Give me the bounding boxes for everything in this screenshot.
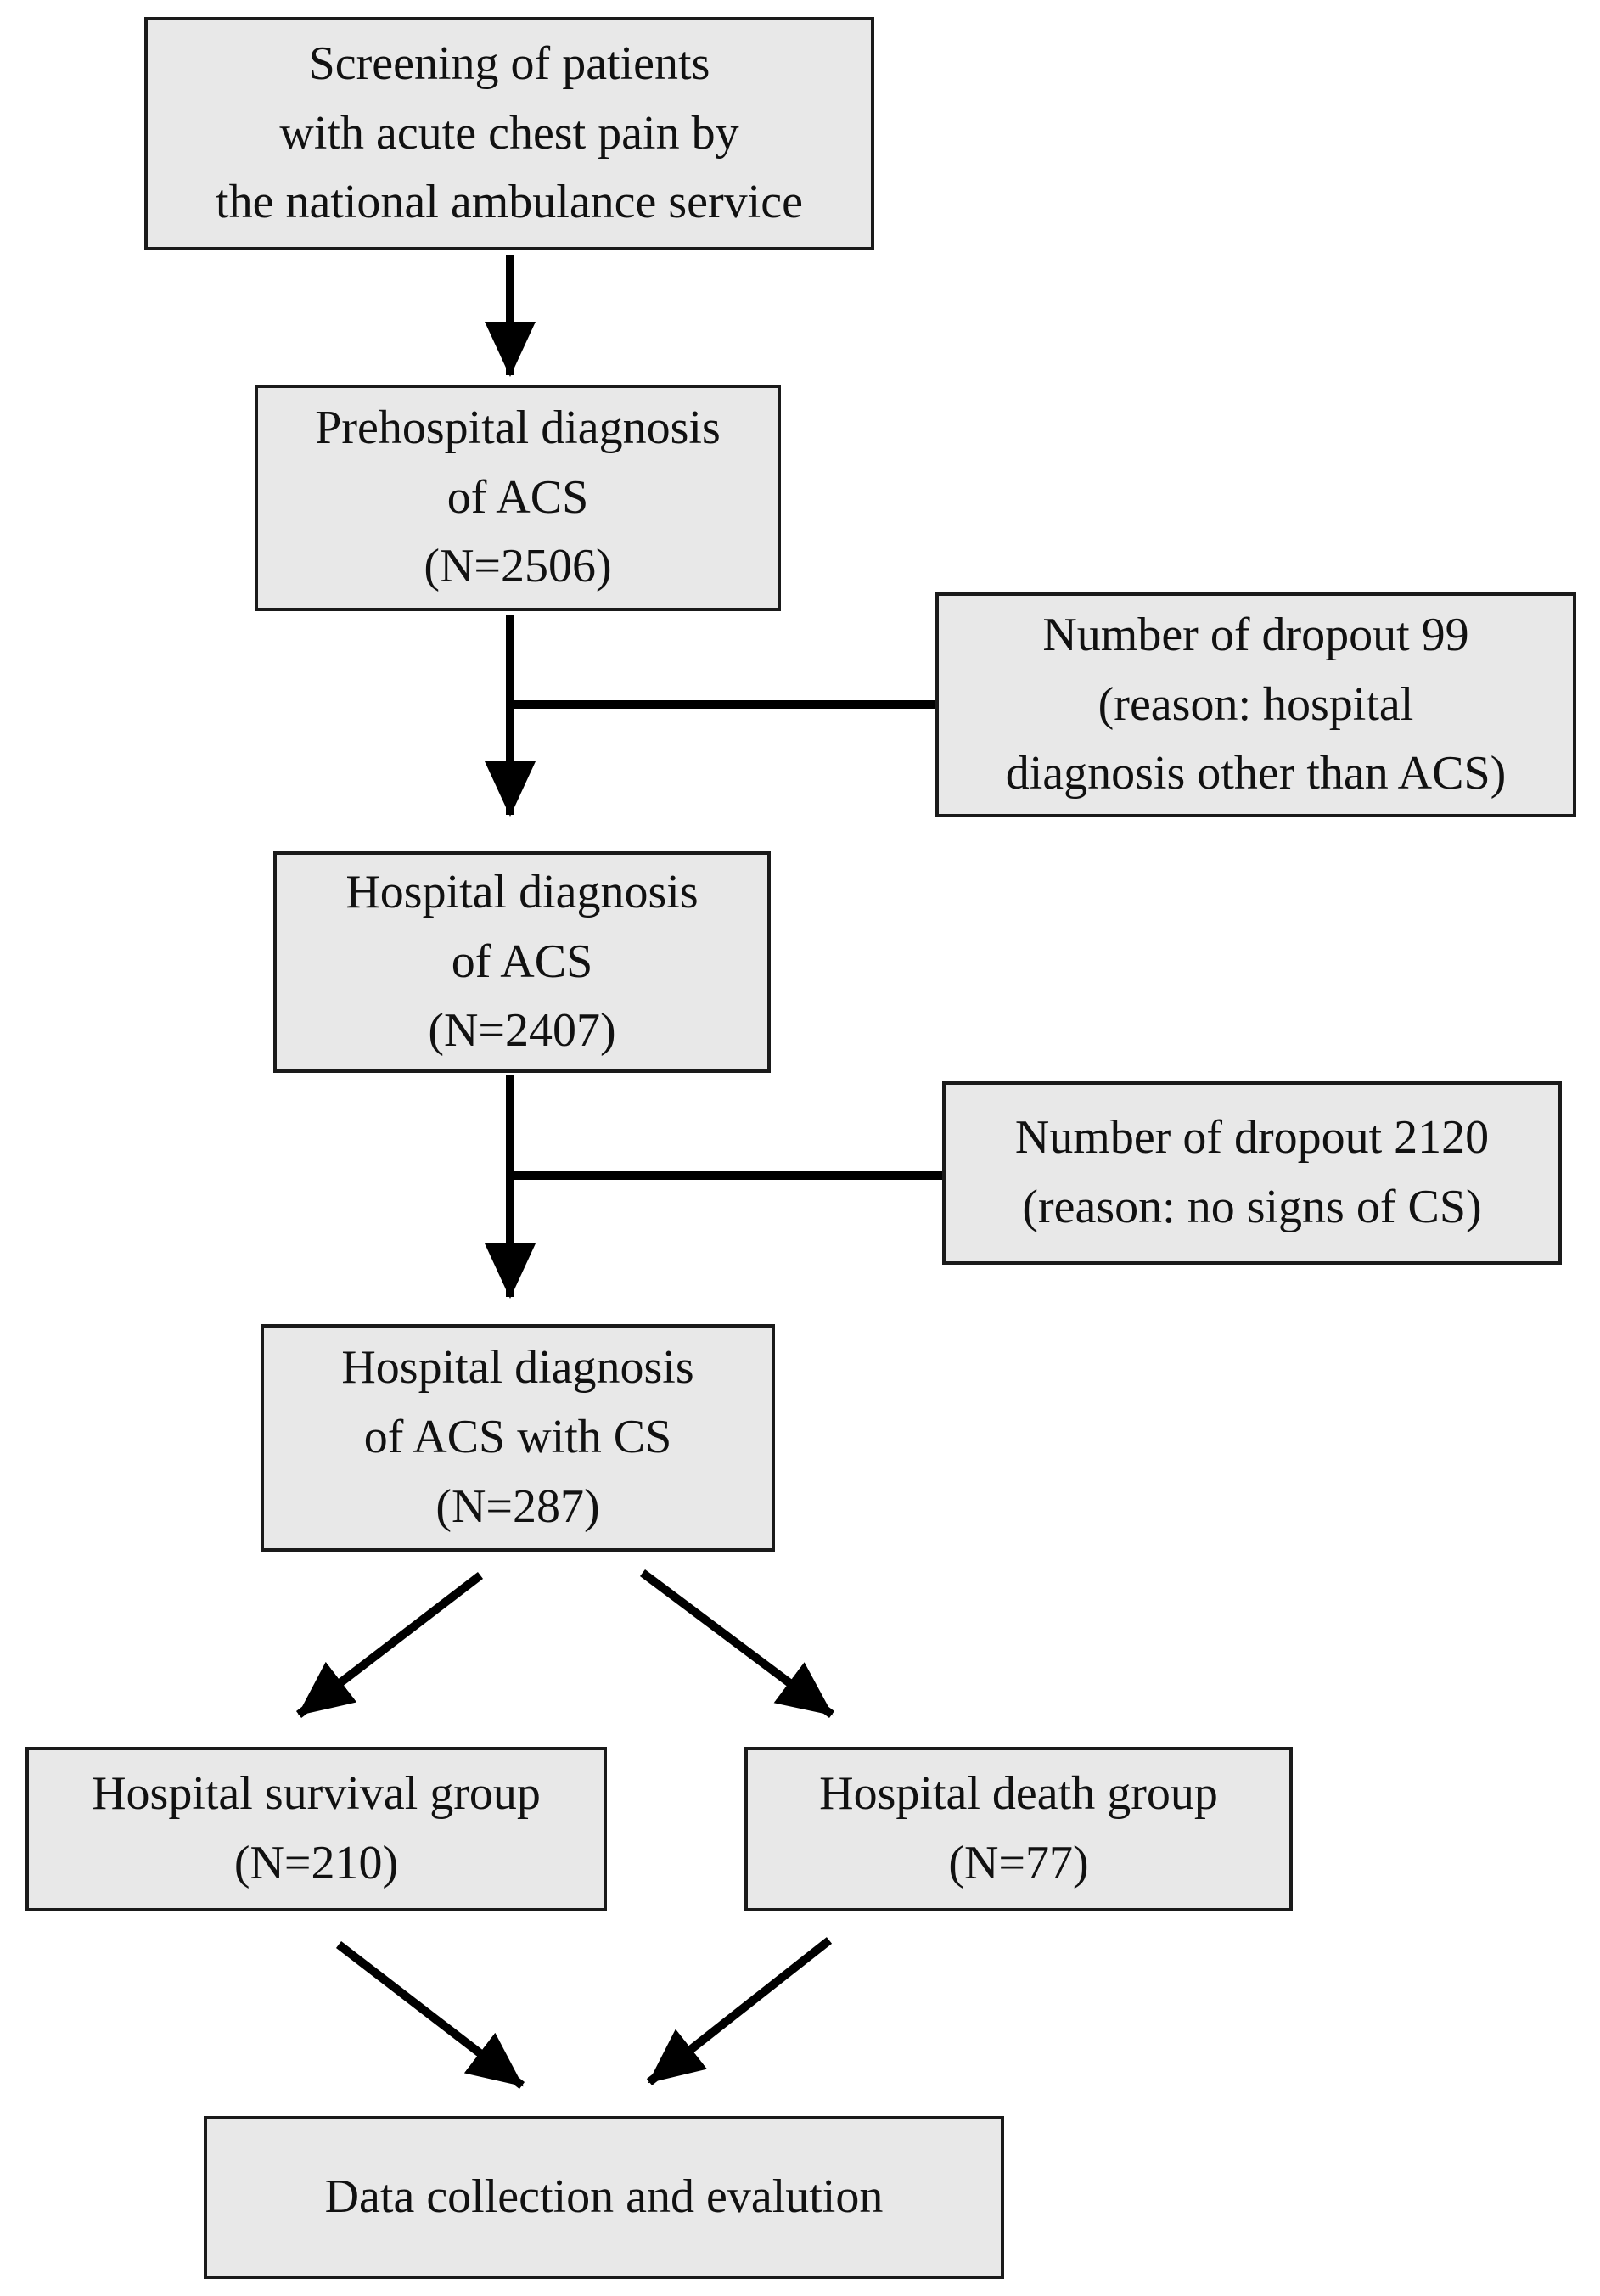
arrow-acs-cs-to-survival xyxy=(295,1572,484,1718)
box-screening: Screening of patients with acute chest p… xyxy=(144,17,874,250)
box-hospital-diagnosis-acs-with-cs-label: Hospital diagnosis of ACS with CS (N=287… xyxy=(341,1341,694,1533)
box-dropout-99-label: Number of dropout 99 (reason: hospital d… xyxy=(1005,608,1507,800)
box-dropout-2120: Number of dropout 2120 (reason: no signs… xyxy=(942,1081,1562,1265)
box-data-collection-label: Data collection and evalution xyxy=(324,2170,884,2224)
box-hospital-survival-group-label: Hospital survival group (N=210) xyxy=(92,1767,541,1889)
box-prehospital-diagnosis-label: Prehospital diagnosis of ACS (N=2506) xyxy=(315,401,721,593)
box-hospital-diagnosis-acs-label: Hospital diagnosis of ACS (N=2407) xyxy=(345,865,699,1058)
box-dropout-99: Number of dropout 99 (reason: hospital d… xyxy=(935,592,1576,817)
arrow-survival-to-final xyxy=(335,1941,525,2089)
box-hospital-death-group: Hospital death group (N=77) xyxy=(744,1747,1293,1911)
box-screening-label: Screening of patients with acute chest p… xyxy=(216,36,803,229)
box-data-collection: Data collection and evalution xyxy=(204,2116,1004,2279)
box-hospital-death-group-label: Hospital death group (N=77) xyxy=(819,1767,1218,1889)
box-prehospital-diagnosis: Prehospital diagnosis of ACS (N=2506) xyxy=(255,385,781,611)
arrow-acs-cs-to-death xyxy=(640,1569,834,1719)
box-hospital-diagnosis-acs: Hospital diagnosis of ACS (N=2407) xyxy=(273,851,771,1073)
arrow-death-to-final xyxy=(646,1937,833,2085)
box-dropout-2120-label: Number of dropout 2120 (reason: no signs… xyxy=(1014,1111,1490,1233)
box-hospital-diagnosis-acs-with-cs: Hospital diagnosis of ACS with CS (N=287… xyxy=(261,1324,775,1552)
box-hospital-survival-group: Hospital survival group (N=210) xyxy=(25,1747,607,1911)
